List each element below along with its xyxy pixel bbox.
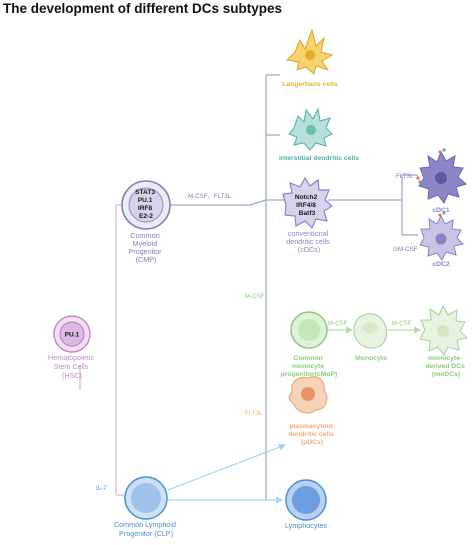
cytokine-mcsf-mono1: M-CSF — [328, 320, 348, 327]
clp-label: Common Lymphoid Progenitor (CLP) — [114, 520, 178, 538]
cdc2-label: cDC2 — [432, 261, 450, 268]
cmop-label: Common monocyte progenitor(cMoP) — [281, 355, 338, 378]
clp-cell — [124, 476, 168, 520]
cytokine-il7: IL-7 — [96, 485, 107, 492]
cdc1-label: cDC1 — [432, 207, 450, 214]
interstitial-label: interstitial dendritic cells — [279, 155, 359, 162]
cmp-markers: STAT3 PU.1 IRF8 E2-2 — [135, 189, 157, 220]
cytokine-mcsf-mono2: M-CSF — [392, 320, 412, 327]
langerhans-cell — [285, 28, 334, 75]
cdc-markers: Notch2 IRF4/8 Batf3 — [295, 194, 319, 217]
cdc-node: Notch2 IRF4/8 Batf3 conventional dendrit… — [282, 176, 334, 254]
cmp-label: Common Myeloid Progenitor (CMP) — [128, 231, 163, 264]
cdc-label: conventional dendritic cells (cDCs) — [286, 229, 332, 254]
cdc1-cell — [416, 148, 468, 204]
connector-lines — [79, 74, 422, 504]
hsc-label: Hematopoietic Stem Cells (HSC) — [48, 353, 96, 380]
lymphocytes-label: Lymphocytes — [285, 521, 327, 530]
cytokine-flt3l-cdc1: FLT3L — [396, 173, 414, 180]
pdc-label: plasmacytoid dendritic cells (pDCs) — [288, 423, 336, 446]
monocyte-label: Monocyte — [355, 355, 387, 362]
modc-label: monocyte- derived DCs (moDCs) — [425, 355, 467, 378]
monocyte-cell — [353, 313, 388, 349]
cmop-cell — [290, 311, 328, 349]
hsc-node: PU.1 Hematopoietic Stem Cells (HSC) — [48, 315, 96, 380]
lymphocyte-cell — [285, 479, 327, 521]
langerhans-label: Langerhans cells — [282, 81, 338, 88]
cdc2-cell — [419, 211, 464, 261]
cmp-node: STAT3 PU.1 IRF8 E2-2 Common Myeloid Prog… — [121, 180, 171, 264]
cytokine-gmcsf-cdc2: GM-CSF — [393, 246, 418, 253]
modc-cell — [419, 304, 469, 357]
cytokine-mcsf-flt3l: M-CSF、FLT3L — [188, 193, 232, 200]
pdc-cell — [288, 376, 328, 414]
diagram-title: The development of different DCs subtype… — [3, 1, 282, 16]
hsc-marker: PU.1 — [65, 332, 80, 339]
cytokine-mcsf-cmop: M-CSF — [245, 293, 265, 300]
interstitial-dc-cell — [288, 107, 333, 151]
cytokine-flt3l-pdc: FLT3L — [245, 410, 263, 417]
